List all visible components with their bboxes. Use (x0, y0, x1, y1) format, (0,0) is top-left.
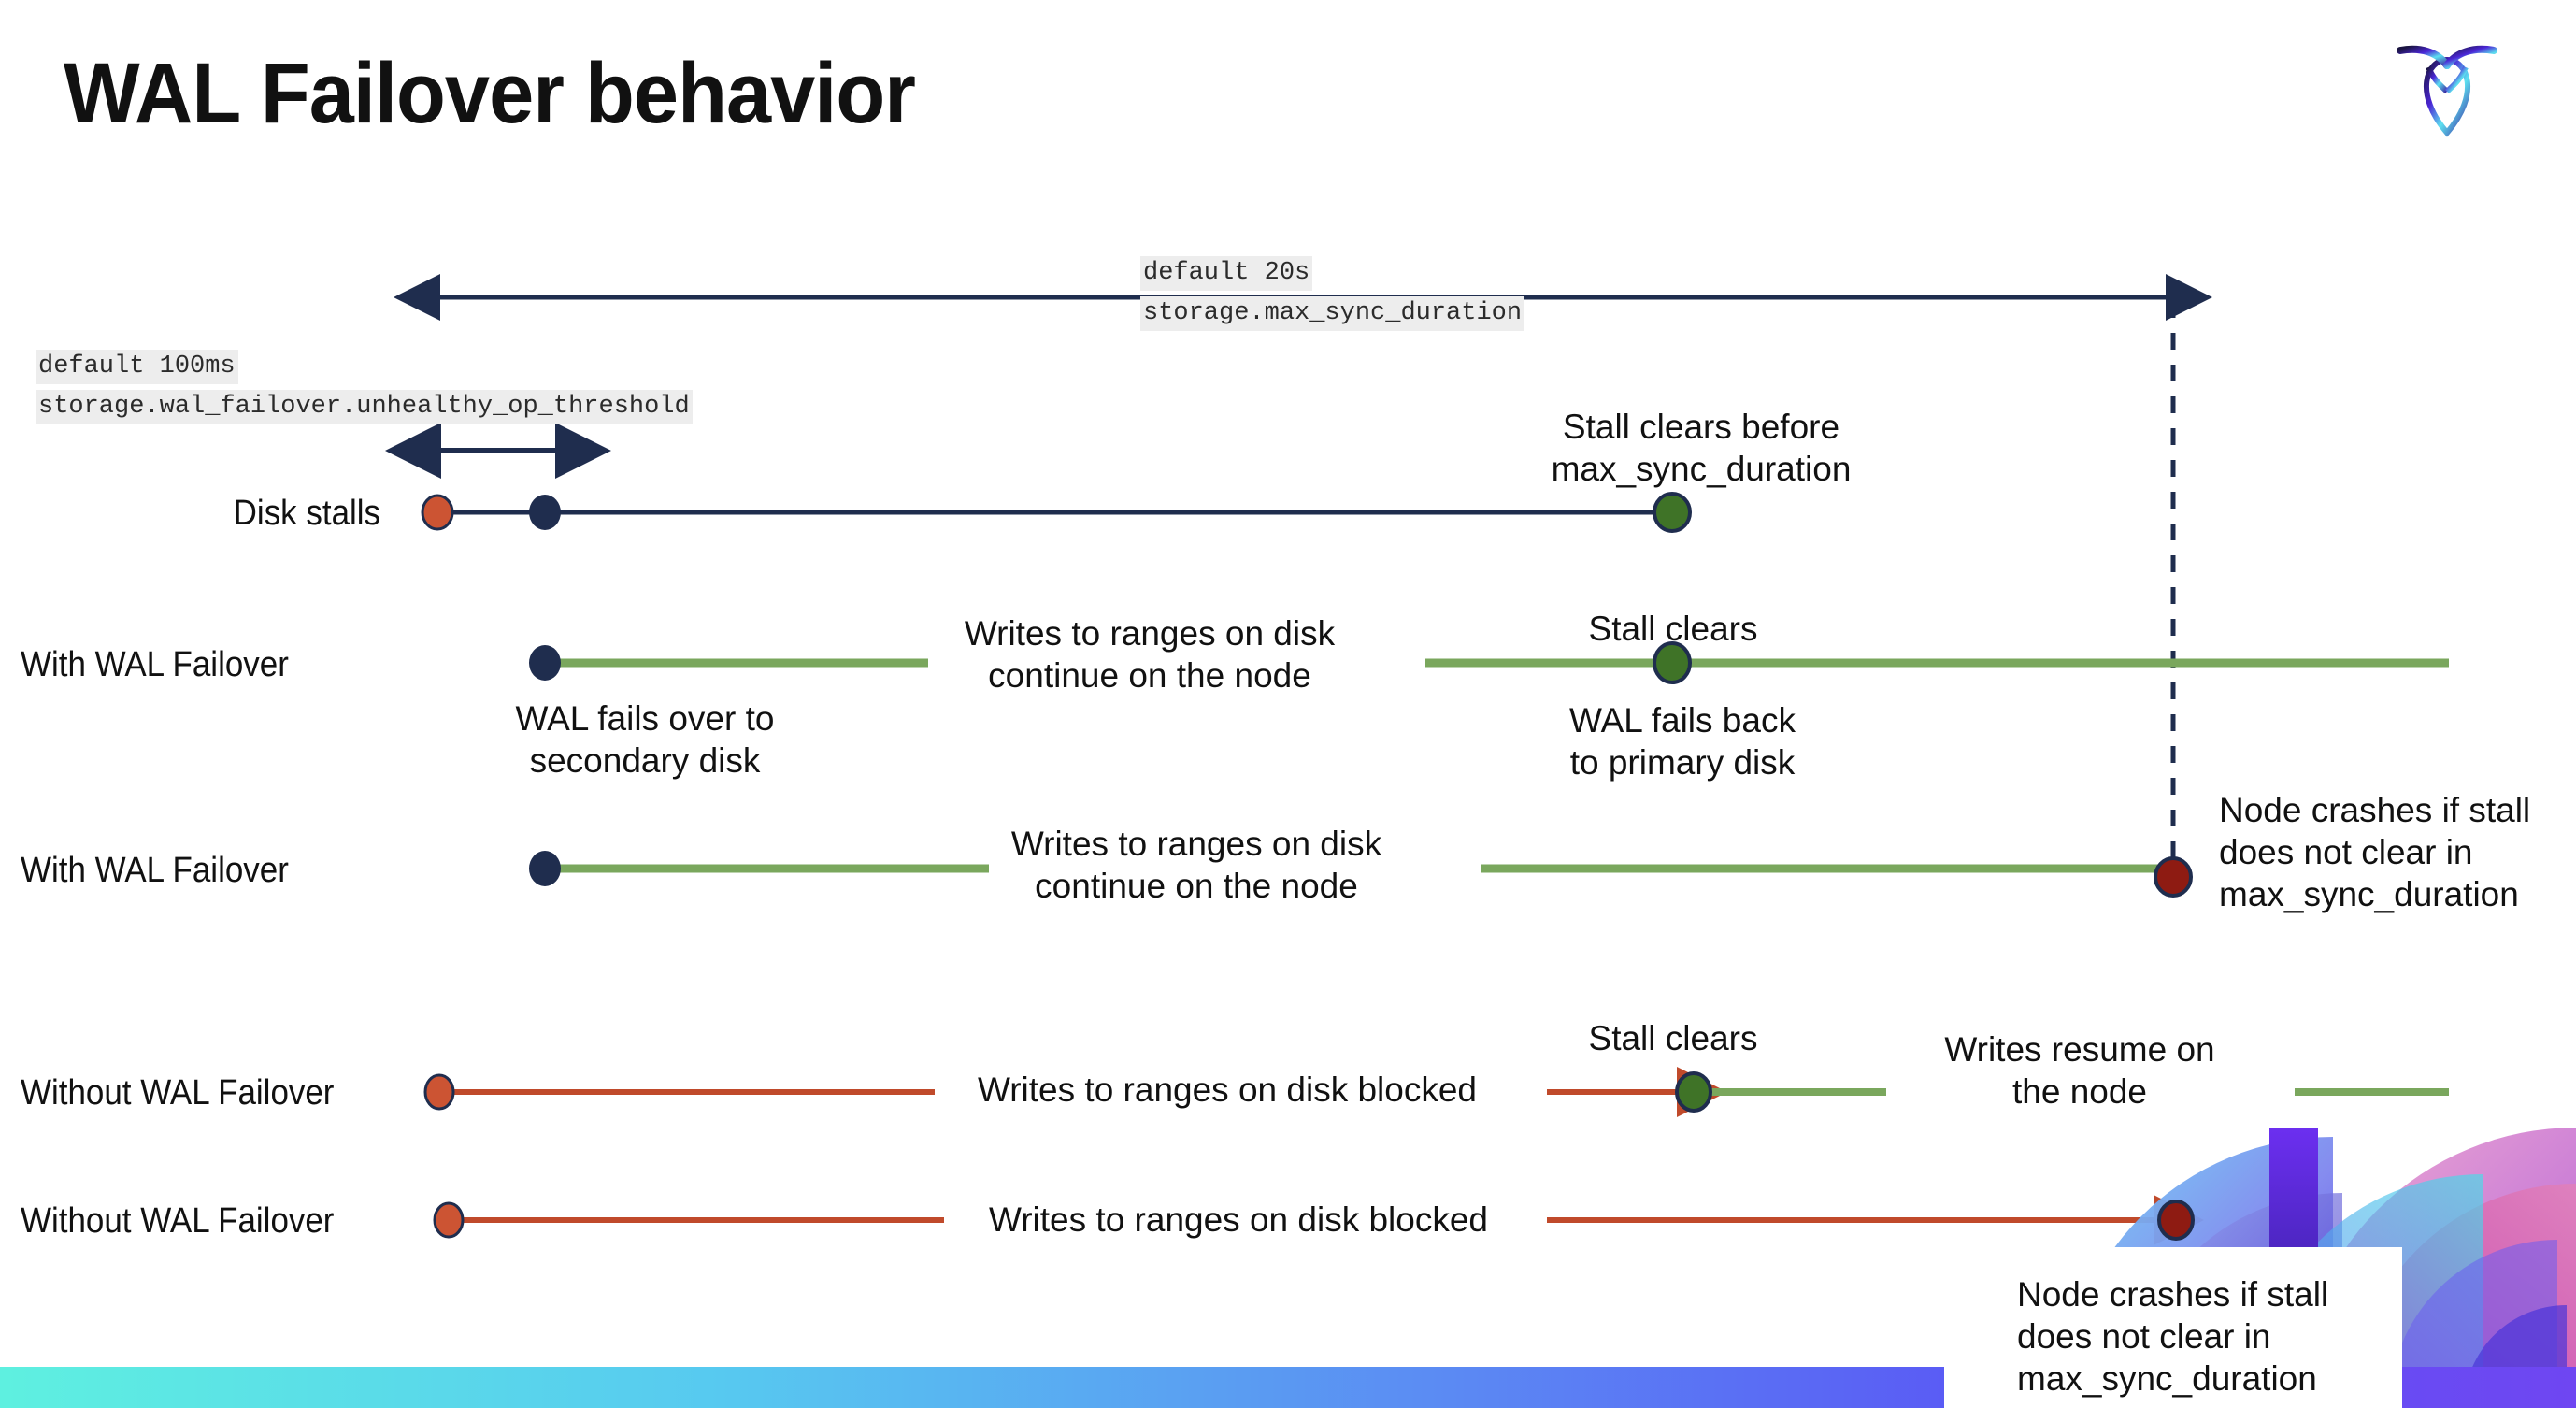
note-stall-clears-row2: Stall clears (1588, 610, 1758, 648)
note-writes-blocked-row4: Writes to ranges on disk blocked (977, 1070, 1478, 1109)
note-node-crashes-row3: Node crashes if stall does not clear in … (2219, 791, 2531, 914)
row-disk-stalls-timeline (421, 492, 1692, 533)
unhealthy-op-setting-label: storage.wal_failover.unhealthy_op_thresh… (36, 390, 693, 424)
max-sync-default-label: default 20s (1140, 256, 1313, 291)
cockroachdb-logo (2385, 28, 2509, 159)
row-label-disk-stalls: Disk stalls (233, 494, 381, 533)
row-with-wal-failover-1-timeline (529, 641, 2449, 684)
note-wal-fails-over-secondary: WAL fails over to secondary disk (515, 699, 775, 781)
callout-node-crashes-row5: Node crashes if stall does not clear in … (1944, 1247, 2402, 1408)
note-stall-clears-before-max-sync: Stall clears before max_sync_duration (1551, 408, 1852, 489)
note-wal-fails-back-primary: WAL fails back to primary disk (1569, 701, 1796, 783)
max-sync-setting-label: storage.max_sync_duration (1140, 296, 1525, 331)
note-writes-continue-row3: Writes to ranges on disk continue on the… (1010, 825, 1382, 906)
note-writes-continue-row2: Writes to ranges on disk continue on the… (964, 614, 1336, 696)
note-stall-clears-row4: Stall clears (1588, 1019, 1758, 1057)
note-writes-blocked-row5: Writes to ranges on disk blocked (988, 1200, 1489, 1239)
page-title: WAL Failover behavior (64, 46, 916, 141)
note-node-crashes-row5: Node crashes if stall does not clear in … (2017, 1275, 2329, 1399)
row-label-without-wal-failover-1: Without WAL Failover (21, 1073, 335, 1113)
unhealthy-op-default-label: default 100ms (36, 350, 238, 384)
row-label-with-wal-failover-1: With WAL Failover (21, 645, 289, 684)
row-label-without-wal-failover-2: Without WAL Failover (21, 1201, 335, 1241)
note-writes-resume-row4: Writes resume on the node (1944, 1030, 2215, 1112)
row-label-with-wal-failover-2: With WAL Failover (21, 851, 289, 890)
